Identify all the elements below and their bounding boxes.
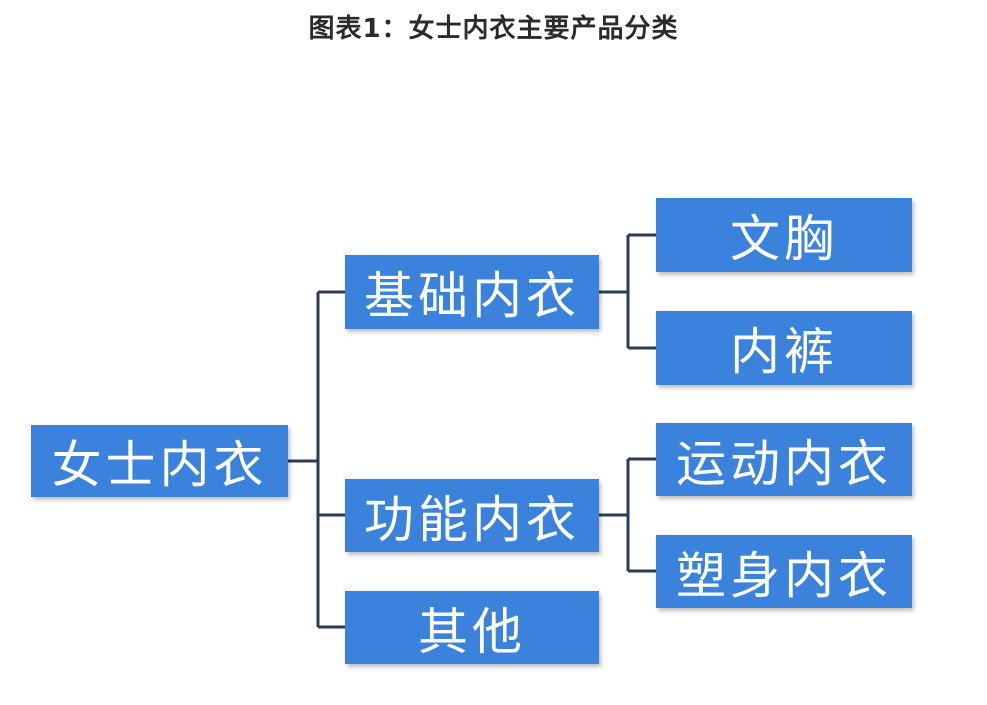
diagram-title: 图表1：女士内衣主要产品分类 (308, 14, 679, 44)
node-root: 女士内衣 (31, 425, 288, 497)
node-functional-underwear: 功能内衣 (345, 479, 599, 552)
node-bra: 文胸 (656, 198, 912, 272)
node-basic-underwear: 基础内衣 (345, 255, 599, 329)
node-briefs: 内裤 (656, 311, 912, 385)
node-sports-underwear: 运动内衣 (656, 423, 912, 496)
node-other: 其他 (345, 591, 599, 664)
node-shapewear: 塑身内衣 (656, 535, 912, 608)
